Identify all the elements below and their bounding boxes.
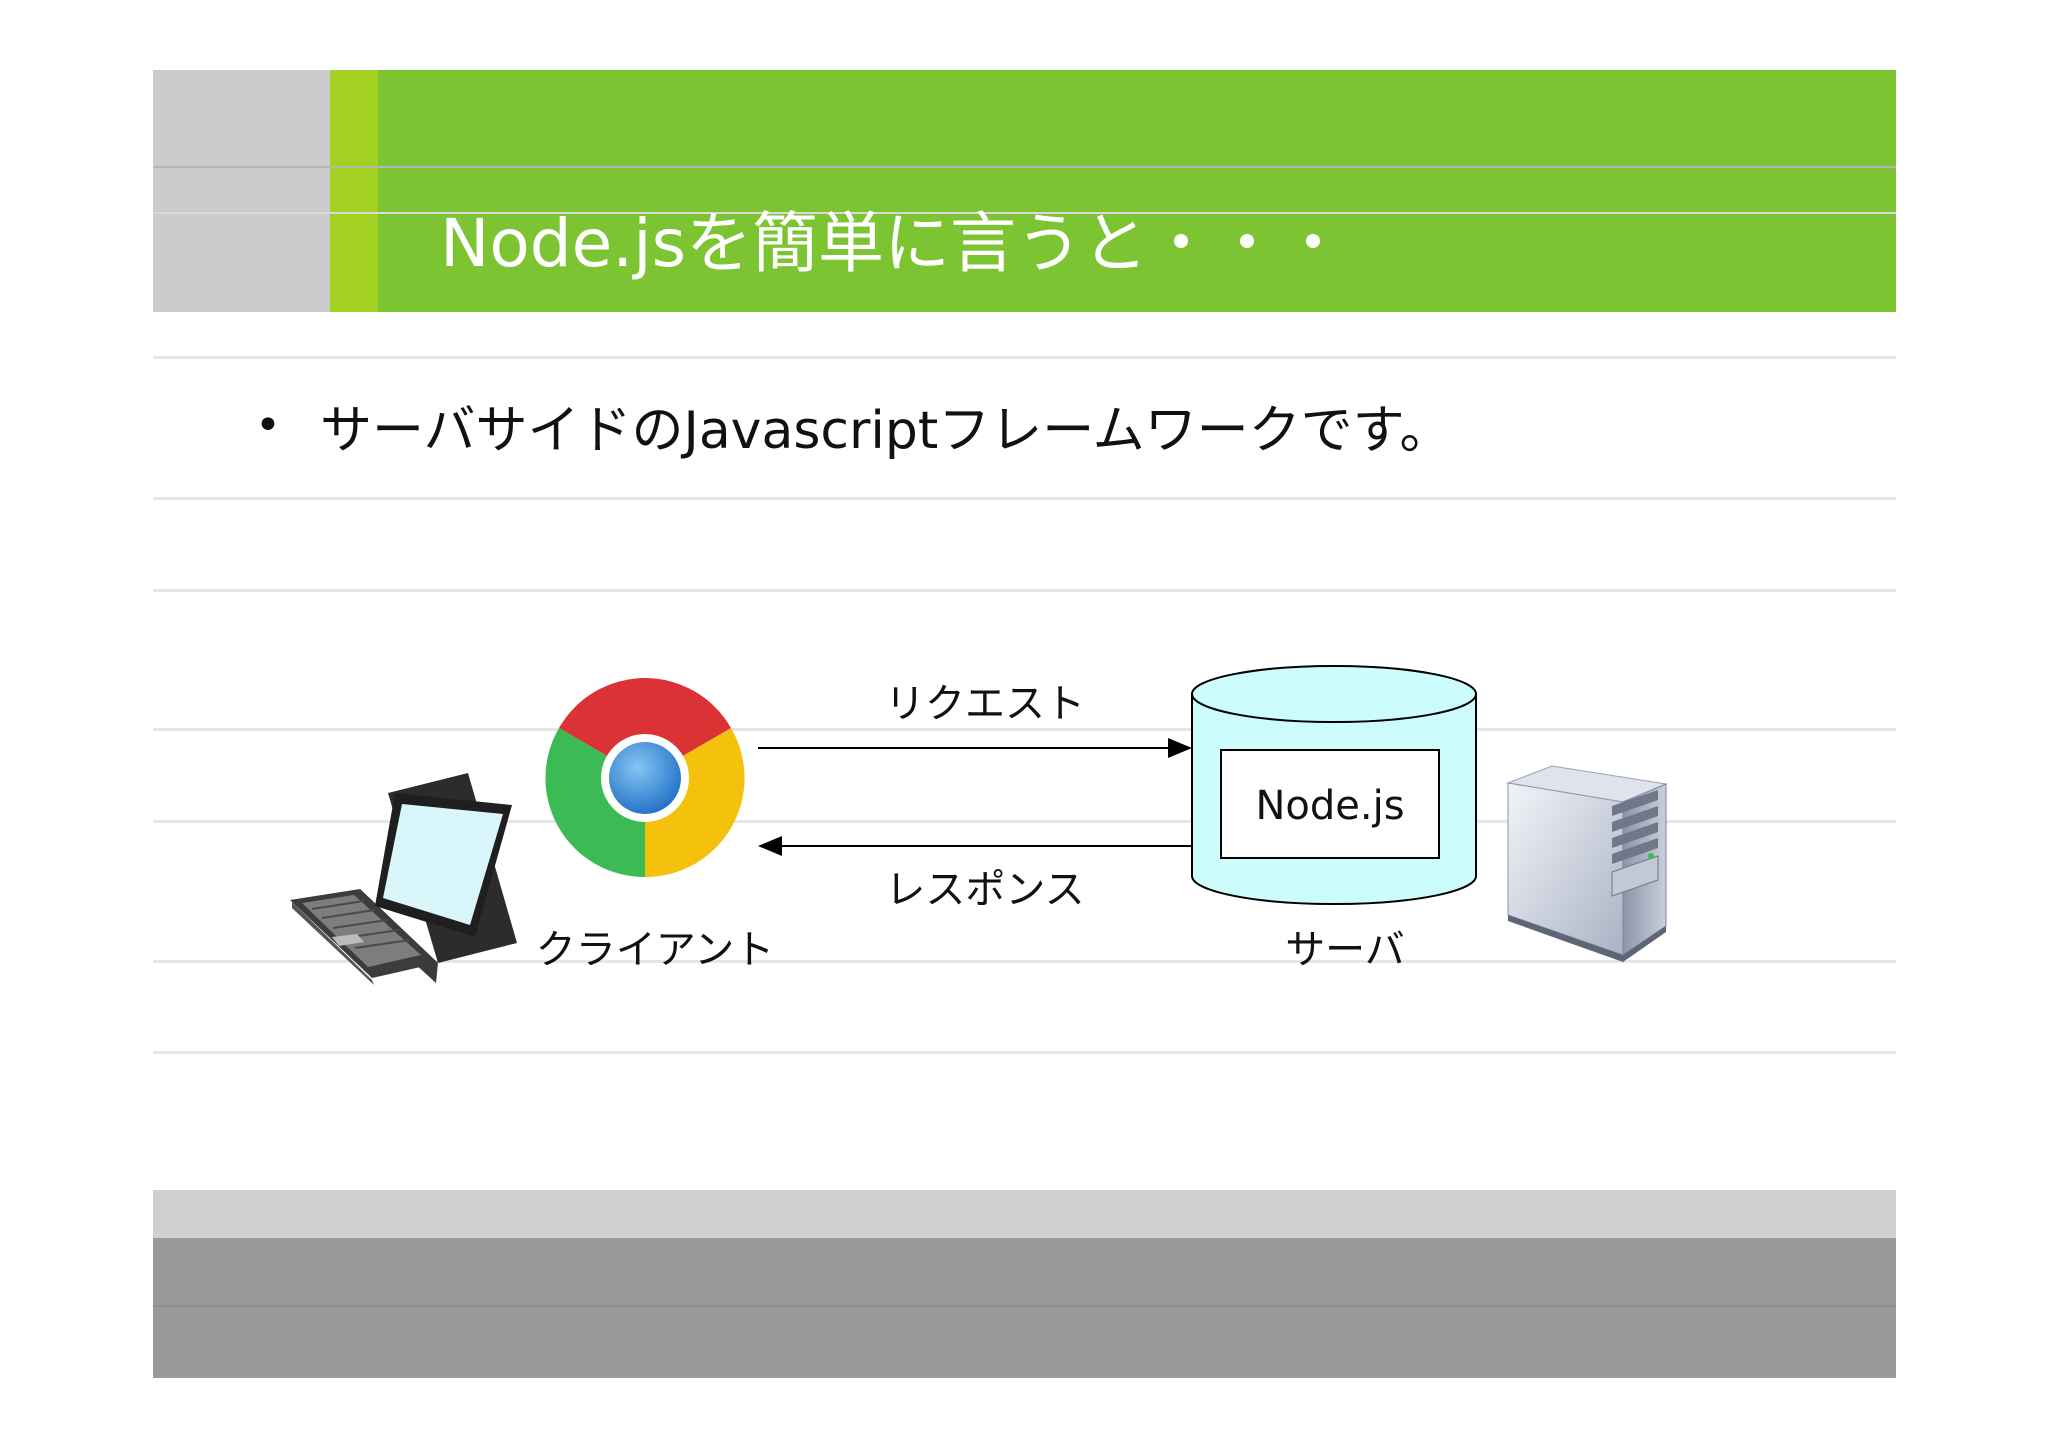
client-label: クライアント: [536, 927, 774, 973]
response-label: レスポンス: [885, 867, 1084, 913]
footer-band-dark: [153, 1238, 1896, 1378]
background-rule: [153, 960, 1896, 963]
chrome-browser-icon: [545, 678, 745, 878]
slide-title: Node.jsを簡単に言うと・・・: [440, 205, 1346, 282]
request-label: リクエスト: [885, 681, 1085, 727]
background-rule: [153, 356, 1896, 359]
background-rule: [153, 820, 1896, 823]
background-rule: [153, 1051, 1896, 1054]
background-rule: [153, 728, 1896, 731]
title-band-accent: [330, 70, 378, 312]
node-box: [1220, 749, 1440, 859]
footer-divider-line: [153, 1305, 1896, 1307]
title-band-gray: [153, 70, 330, 312]
title-band-green: [378, 70, 1896, 312]
title-divider-line: [153, 212, 1896, 214]
server-cylinder: [1191, 665, 1477, 905]
server-label: サーバ: [1285, 927, 1405, 973]
laptop-icon: [290, 773, 517, 985]
background-rule: [153, 589, 1896, 592]
footer-band-light: [153, 1190, 1896, 1238]
background-rule: [153, 497, 1896, 500]
server-tower-icon: [1506, 765, 1668, 962]
bullet-text: サーバサイドのJavascriptフレームワークです。: [320, 401, 1452, 461]
bullet-marker: •: [255, 400, 281, 451]
node-label: Node.js: [1255, 783, 1404, 829]
title-divider-line: [153, 166, 1896, 168]
